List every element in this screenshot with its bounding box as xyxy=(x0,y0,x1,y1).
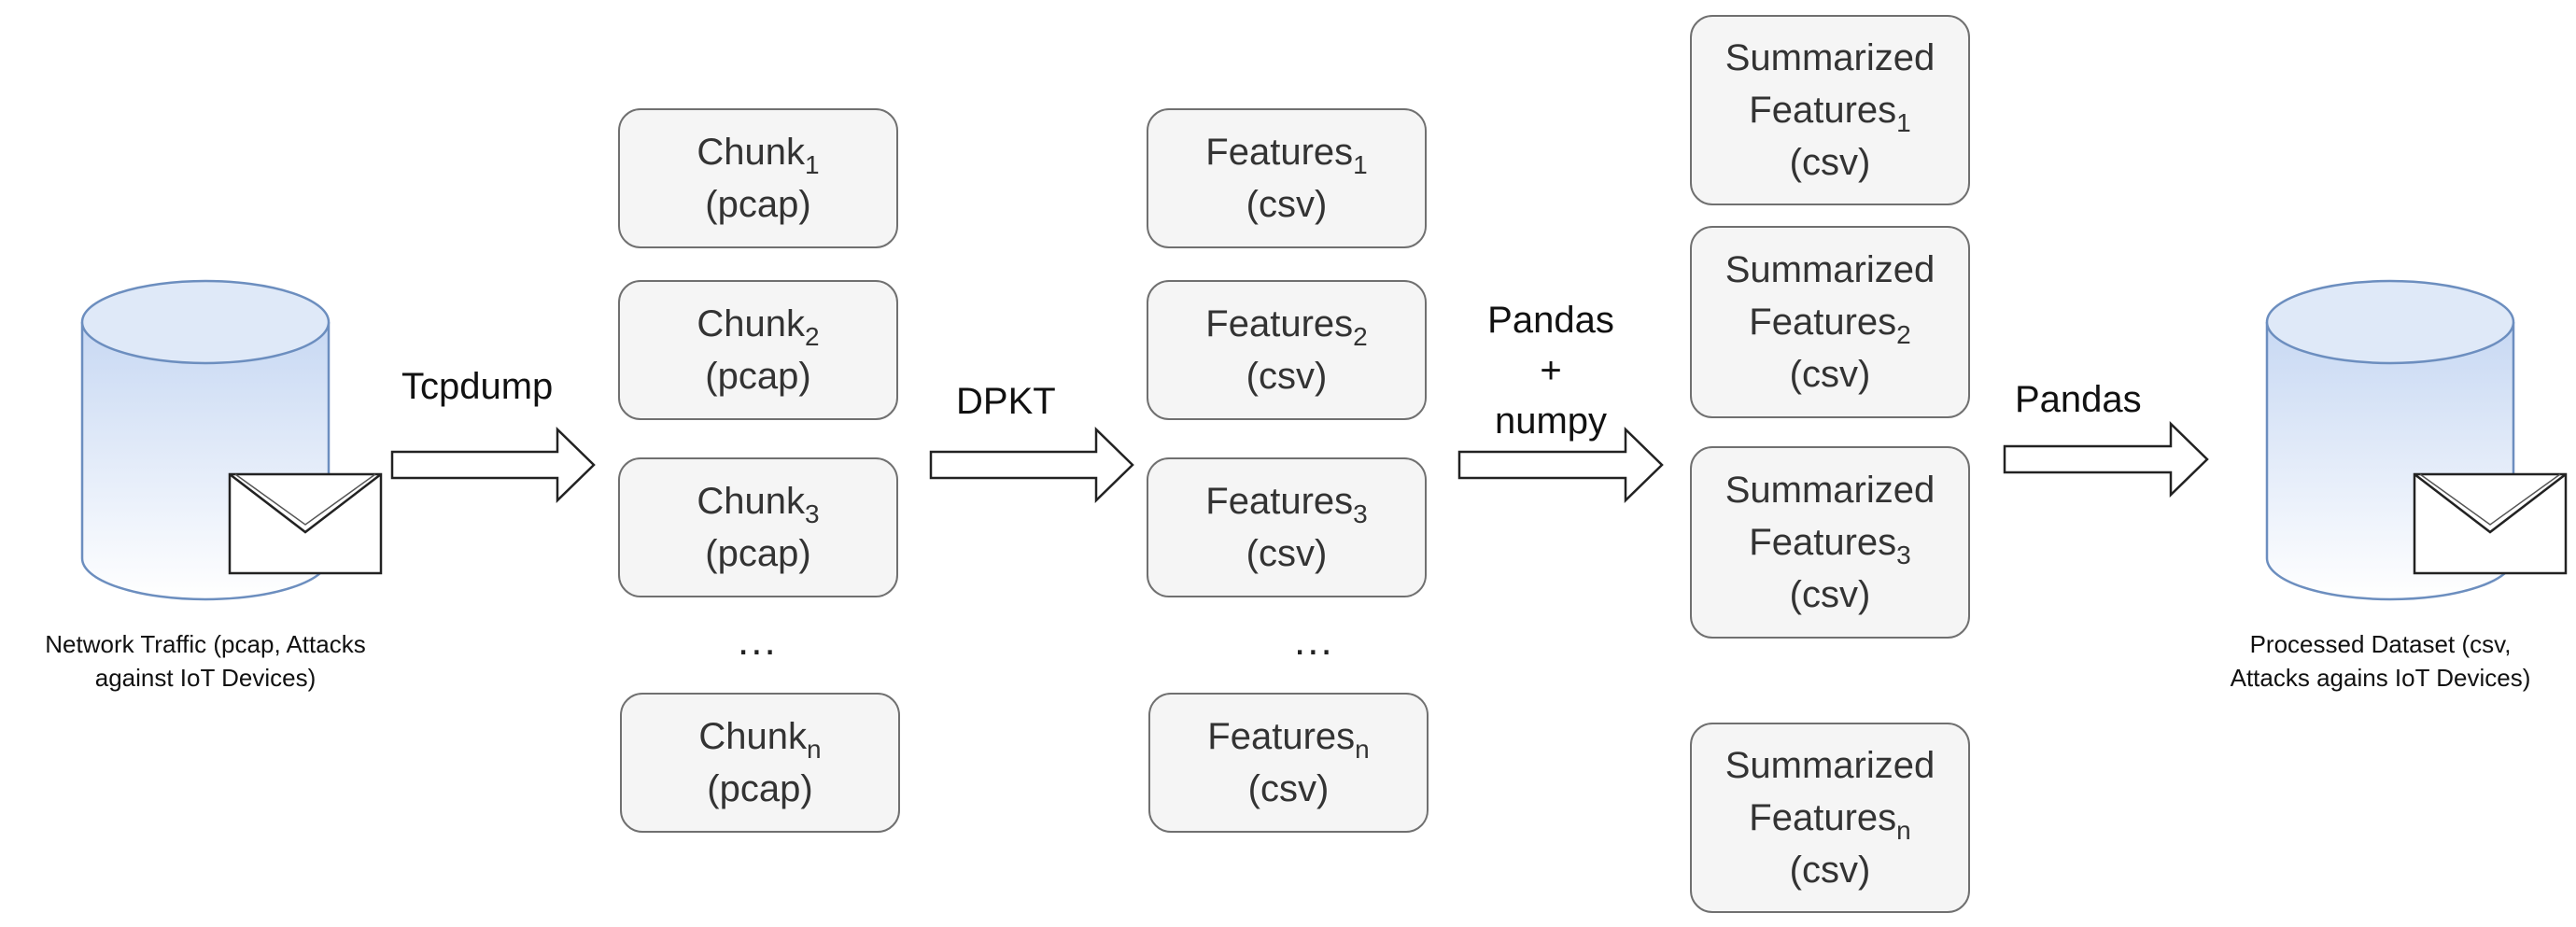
features-ext: (csv) xyxy=(1246,533,1328,574)
pandas-numpy-arrow-icon xyxy=(1457,427,1664,503)
summarized-title: Featuresn xyxy=(1749,797,1911,845)
source-caption-line1: Network Traffic (pcap, Attacks xyxy=(45,630,366,658)
chunk-ext: (pcap) xyxy=(705,533,811,574)
chunk-title: Chunk1 xyxy=(697,132,820,179)
tcpdump-arrow-icon xyxy=(390,427,596,503)
summarized-line1: Summarized xyxy=(1724,470,1936,511)
summarized-title: Features2 xyxy=(1749,302,1911,349)
chunk-title: Chunk2 xyxy=(697,303,820,351)
chunk-ellipsis: ... xyxy=(738,618,778,664)
pandas-numpy-label-line3: numpy xyxy=(1494,400,1608,442)
summarized-title: Features1 xyxy=(1749,90,1911,137)
chunk-box-3: Chunk3 (pcap) xyxy=(618,457,898,597)
summarized-ext: (csv) xyxy=(1789,850,1871,891)
features-ellipsis: ... xyxy=(1294,618,1334,664)
summarized-line1: Summarized xyxy=(1724,249,1936,290)
pandas-numpy-label-line2: + xyxy=(1540,350,1562,391)
features-title: Features2 xyxy=(1205,303,1368,351)
features-box-3: Features3 (csv) xyxy=(1147,457,1427,597)
summarized-box-1: Summarized Features1 (csv) xyxy=(1690,15,1970,205)
summarized-box-n: Summarized Featuresn (csv) xyxy=(1690,723,1970,913)
summarized-line1: Summarized xyxy=(1724,745,1936,786)
source-envelope-icon xyxy=(228,472,383,575)
dpkt-arrow-icon xyxy=(929,427,1134,503)
tcpdump-label: Tcpdump xyxy=(401,366,554,407)
target-caption: Processed Dataset (csv, Attacks agains I… xyxy=(2185,627,2576,695)
summarized-ext: (csv) xyxy=(1789,354,1871,395)
pandas-numpy-label: Pandas + numpy xyxy=(1434,295,1668,446)
chunk-box-n: Chunkn (pcap) xyxy=(620,693,900,833)
dpkt-label: DPKT xyxy=(956,381,1056,422)
summarized-line1: Summarized xyxy=(1724,37,1936,78)
source-caption-line2: against IoT Devices) xyxy=(94,664,317,692)
features-title: Features1 xyxy=(1205,132,1368,179)
summarized-ext: (csv) xyxy=(1789,142,1871,183)
chunk-box-2: Chunk2 (pcap) xyxy=(618,280,898,420)
summarized-ext: (csv) xyxy=(1789,574,1871,615)
features-title: Featuresn xyxy=(1207,716,1370,764)
source-caption: Network Traffic (pcap, Attacks against I… xyxy=(0,627,411,695)
target-caption-line2: Attacks agains IoT Devices) xyxy=(2230,664,2531,692)
chunk-ext: (pcap) xyxy=(705,184,811,225)
summarized-box-2: Summarized Features2 (csv) xyxy=(1690,226,1970,418)
features-box-1: Features1 (csv) xyxy=(1147,108,1427,248)
target-caption-line1: Processed Dataset (csv, xyxy=(2249,630,2512,658)
features-box-2: Features2 (csv) xyxy=(1147,280,1427,420)
chunk-box-1: Chunk1 (pcap) xyxy=(618,108,898,248)
features-title: Features3 xyxy=(1205,481,1368,528)
chunk-ext: (pcap) xyxy=(705,356,811,397)
features-ext: (csv) xyxy=(1247,768,1330,809)
features-box-n: Featuresn (csv) xyxy=(1148,693,1429,833)
chunk-title: Chunk3 xyxy=(697,481,820,528)
summarized-title: Features3 xyxy=(1749,522,1911,569)
summarized-box-3: Summarized Features3 (csv) xyxy=(1690,446,1970,639)
pandas-numpy-label-line1: Pandas xyxy=(1487,300,1614,341)
chunk-title: Chunkn xyxy=(698,716,822,764)
pandas-arrow-icon xyxy=(2003,421,2209,498)
features-ext: (csv) xyxy=(1246,356,1328,397)
features-ext: (csv) xyxy=(1246,184,1328,225)
target-envelope-icon xyxy=(2413,472,2568,575)
chunk-ext: (pcap) xyxy=(707,768,813,809)
pandas-label: Pandas xyxy=(2015,379,2142,420)
